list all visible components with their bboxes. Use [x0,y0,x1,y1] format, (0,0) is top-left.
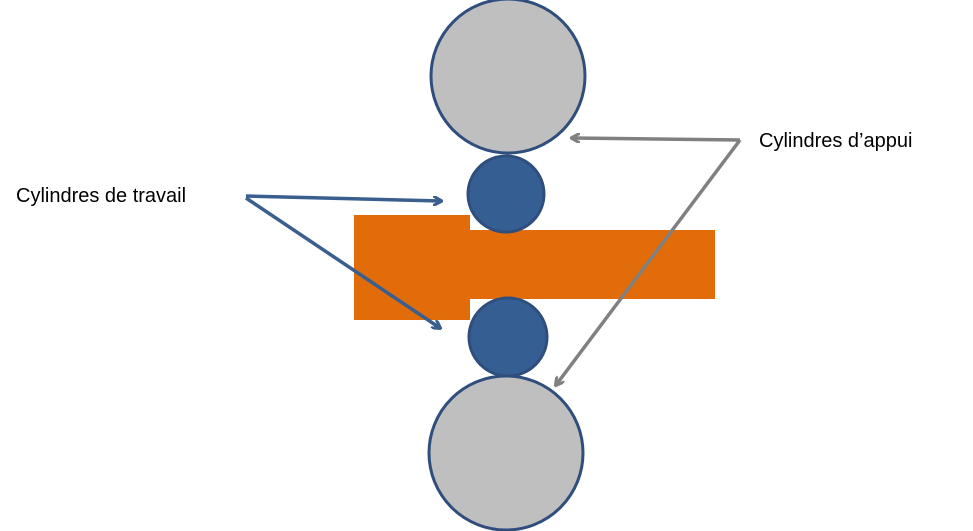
backup-roll-arrow-top [572,138,741,140]
backup-roll-top [429,0,587,155]
backup-roll-arrow-bottom [556,138,742,385]
work-roll-arrow-top [245,194,441,201]
work-roll-bottom [467,296,549,378]
work-roll-top [466,154,546,234]
backup-rolls-label: Cylindres d’appui [759,130,913,152]
work-roll-arrow-bottom [245,196,440,328]
work-rolls-label: Cylindres de travail [16,185,187,207]
metal-strip [354,215,715,320]
backup-roll-bottom [427,374,585,531]
